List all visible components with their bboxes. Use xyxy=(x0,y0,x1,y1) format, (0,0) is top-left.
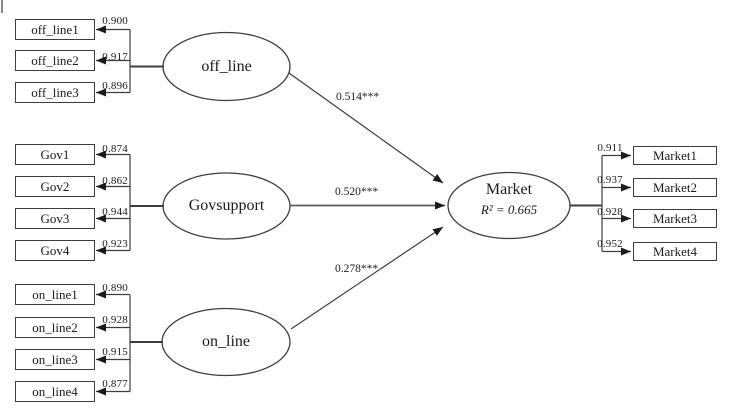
indicator-label: Gov3 xyxy=(40,211,70,226)
indicator-box-off-line3: off_line3 xyxy=(15,82,95,103)
path-off-line-to-market xyxy=(288,72,444,184)
path-coefficient-off-line: 0.514*** xyxy=(336,91,380,103)
loading-market4: 0.952 xyxy=(597,238,623,250)
loading-gov1: 0.874 xyxy=(102,143,128,155)
govsupport-measurement-lines xyxy=(96,150,164,255)
latent-label-market: Market R² = 0.665 xyxy=(448,181,570,219)
indicator-box-gov1: Gov1 xyxy=(15,144,95,165)
loading-gov4: 0.923 xyxy=(102,238,128,250)
latent-label-on-line: on_line xyxy=(202,333,250,350)
indicator-box-on-line1: on_line1 xyxy=(15,284,95,305)
indicator-label: Market4 xyxy=(652,244,698,259)
indicator-box-gov4: Gov4 xyxy=(15,240,95,261)
indicator-box-market3: Market3 xyxy=(633,209,717,228)
market-r-squared: R² = 0.665 xyxy=(480,202,538,217)
indicator-box-market2: Market2 xyxy=(633,178,717,197)
indicator-label: on_line1 xyxy=(32,287,78,302)
indicator-label: off_line1 xyxy=(31,22,79,37)
indicator-box-on-line4: on_line4 xyxy=(15,381,95,402)
loading-gov3: 0.944 xyxy=(102,206,128,218)
indicator-label: on_line3 xyxy=(32,352,78,367)
loading-gov2: 0.862 xyxy=(102,175,128,187)
loading-off-line3: 0.896 xyxy=(102,80,128,92)
structural-paths xyxy=(288,72,445,330)
indicator-box-gov2: Gov2 xyxy=(15,176,95,197)
loading-off-line1: 0.900 xyxy=(102,15,128,27)
indicator-label: on_line4 xyxy=(32,384,78,399)
indicator-box-on-line3: on_line3 xyxy=(15,349,95,370)
on-line-measurement-lines xyxy=(96,290,163,396)
indicator-box-market1: Market1 xyxy=(633,146,717,165)
indicator-box-gov3: Gov3 xyxy=(15,208,95,229)
indicator-label: Market2 xyxy=(652,180,698,195)
latent-label-off-line: off_line xyxy=(201,58,252,75)
loading-off-line2: 0.917 xyxy=(102,51,128,63)
indicator-box-market4: Market4 xyxy=(633,242,717,261)
indicator-label: Market1 xyxy=(652,148,698,163)
indicator-label: Gov2 xyxy=(40,179,70,194)
indicator-box-off-line1: off_line1 xyxy=(15,19,95,40)
loading-on-line4: 0.877 xyxy=(102,378,128,390)
indicator-label: off_line2 xyxy=(31,53,79,68)
indicator-label: on_line2 xyxy=(32,320,78,335)
latent-label-govsupport: Govsupport xyxy=(188,197,265,214)
loading-on-line2: 0.928 xyxy=(102,314,128,326)
market-measurement-lines xyxy=(570,151,631,256)
loading-market2: 0.937 xyxy=(597,174,623,186)
indicator-label: Gov1 xyxy=(40,147,70,162)
loading-on-line3: 0.915 xyxy=(102,346,128,358)
indicator-label: off_line3 xyxy=(31,85,79,100)
market-title: Market xyxy=(485,181,533,198)
off-line-measurement-lines xyxy=(96,25,164,97)
loading-on-line1: 0.890 xyxy=(102,282,128,294)
indicator-box-off-line2: off_line2 xyxy=(15,50,95,71)
path-coefficient-govsupport: 0.520*** xyxy=(335,186,379,198)
path-coefficient-on-line: 0.278*** xyxy=(335,263,379,275)
indicator-label: Gov4 xyxy=(40,243,70,258)
path-on-line-to-market xyxy=(290,226,444,330)
loading-market1: 0.911 xyxy=(597,142,623,154)
indicator-box-on-line2: on_line2 xyxy=(15,317,95,338)
loading-market3: 0.928 xyxy=(597,206,623,218)
indicator-label: Market3 xyxy=(652,211,698,226)
